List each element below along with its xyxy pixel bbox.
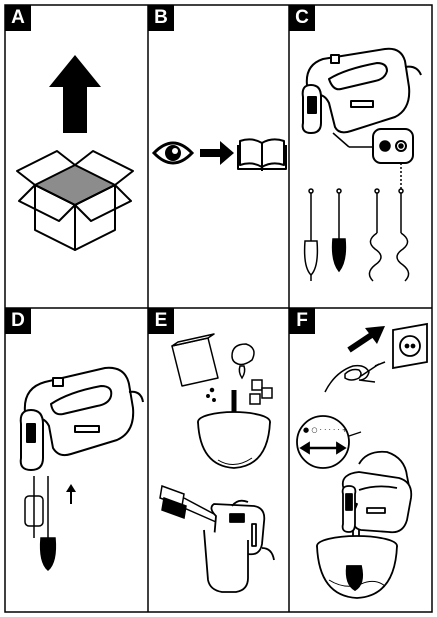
parts-illustration xyxy=(301,47,422,282)
hand-mixer-icon xyxy=(301,47,422,134)
insert-attachment-illustration xyxy=(19,366,144,572)
beater-icon xyxy=(24,476,57,572)
butter-cubes-icon xyxy=(249,379,273,405)
unbox-illustration xyxy=(16,55,134,251)
egg-icon xyxy=(231,343,255,380)
hand-on-mixer-icon xyxy=(341,450,413,534)
mixing-bowl-icon xyxy=(197,411,271,469)
panel-label-c: C xyxy=(289,5,315,31)
open-box-icon xyxy=(16,150,134,251)
read-manual-illustration xyxy=(151,138,287,171)
open-book-icon xyxy=(237,138,287,171)
panel-label-a: A xyxy=(5,5,31,31)
beaters-raised-icon xyxy=(159,484,217,523)
plug-in-and-mix-illustration: ● ○ · · · · · + xyxy=(296,322,428,599)
panel-label-f: F xyxy=(289,308,315,334)
speed-selector-callout: ● ○ · · · · · + xyxy=(296,415,362,469)
flour-bag-icon xyxy=(171,333,219,402)
panel-f: F ● ○ · · · · · + xyxy=(289,308,432,612)
panel-a: A xyxy=(5,5,148,308)
hand-mixer-icon xyxy=(19,366,144,471)
eye-icon xyxy=(151,141,195,165)
panel-label-e: E xyxy=(148,308,174,334)
up-small-arrow-icon xyxy=(66,484,76,504)
panel-d: D xyxy=(5,308,148,612)
panel-label-b: B xyxy=(148,5,174,31)
hand-with-plug-icon xyxy=(324,361,386,393)
panel-e: E xyxy=(148,308,289,612)
speed-scale-text: ● ○ · · · · · + xyxy=(303,426,348,434)
dough-hooks-icon xyxy=(368,188,410,282)
beater-attachments-icon xyxy=(303,188,347,281)
bowl-with-beaters-icon xyxy=(316,530,398,599)
panel-label-d: D xyxy=(5,308,31,334)
panel-b: B xyxy=(148,5,289,308)
wall-socket-icon xyxy=(392,322,428,370)
add-ingredients-illustration xyxy=(159,333,275,593)
right-arrow-icon xyxy=(200,141,234,165)
up-arrow-icon xyxy=(49,55,101,133)
hand-mixer-icon xyxy=(203,499,275,593)
panel-c: C xyxy=(289,5,432,308)
diagonal-arrow-icon xyxy=(347,326,385,353)
eject-button-callout xyxy=(332,128,414,191)
